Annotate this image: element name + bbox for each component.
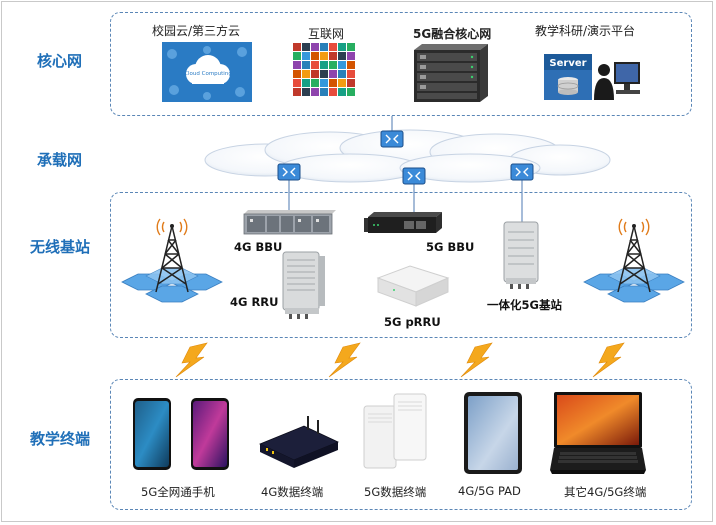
mosaic-tile xyxy=(311,43,319,51)
lightning-icon xyxy=(592,342,625,378)
bbu-4g-icon xyxy=(243,210,336,235)
ran-panel xyxy=(110,192,692,338)
layer-label-core: 核心网 xyxy=(37,52,83,70)
core-server-rack-icon xyxy=(414,44,488,102)
lightning-icon xyxy=(175,342,208,378)
mosaic-tile xyxy=(347,70,355,78)
mosaic-tile xyxy=(320,61,328,69)
layer-label-terminal: 教学终端 xyxy=(30,430,91,448)
layer-label-ran: 无线基站 xyxy=(30,238,91,256)
mosaic-tile xyxy=(338,70,346,78)
mosaic-tile xyxy=(302,43,310,51)
mosaic-tile xyxy=(293,70,301,78)
router-icon-left xyxy=(277,163,301,181)
router-icon-right xyxy=(510,163,534,181)
core-panel xyxy=(110,12,692,116)
rru-4g-icon xyxy=(282,251,325,319)
mosaic-tile xyxy=(347,88,355,96)
mosaic-tile xyxy=(293,61,301,69)
teaching-platform-caption: 教学科研/演示平台 xyxy=(535,24,636,38)
phones-icon xyxy=(133,398,229,470)
cell-tower-left-icon xyxy=(121,218,223,303)
mosaic-tile xyxy=(302,52,310,60)
terminal-phone-label: 5G全网通手机 xyxy=(141,485,215,499)
terminal-panel xyxy=(110,379,692,510)
mosaic-tile xyxy=(347,43,355,51)
bbu-4g-label: 4G BBU xyxy=(234,240,283,254)
mosaic-tile xyxy=(311,61,319,69)
mosaic-tile xyxy=(338,52,346,60)
mosaic-tile xyxy=(347,61,355,69)
layer-label-transport: 承载网 xyxy=(37,151,83,169)
server-image-text: Server xyxy=(549,58,586,69)
integrated-5g-bs-label: 一体化5G基站 xyxy=(487,298,562,312)
router-icon-top xyxy=(380,130,404,148)
mosaic-tile xyxy=(293,79,301,87)
mosaic-tile xyxy=(311,79,319,87)
mosaic-tile xyxy=(311,70,319,78)
lightning-icon xyxy=(328,342,361,378)
prru-5g-icon xyxy=(376,265,450,307)
mosaic-tile xyxy=(293,43,301,51)
laptop-icon xyxy=(550,392,646,474)
mosaic-tile xyxy=(347,79,355,87)
lightning-icon xyxy=(460,342,493,378)
mosaic-tile xyxy=(302,61,310,69)
mosaic-tile xyxy=(293,88,301,96)
mosaic-tile xyxy=(338,79,346,87)
mosaic-tile xyxy=(329,88,337,96)
data-terminal-5g-icon xyxy=(363,393,427,469)
mosaic-tile xyxy=(311,52,319,60)
mosaic-tile xyxy=(338,43,346,51)
terminal-pad-label: 4G/5G PAD xyxy=(458,484,521,498)
mosaic-tile xyxy=(347,52,355,60)
mosaic-tile xyxy=(338,88,346,96)
data-terminal-4g-icon xyxy=(259,416,339,468)
pad-icon xyxy=(464,392,522,474)
mosaic-tile xyxy=(320,52,328,60)
mosaic-tile xyxy=(338,61,346,69)
bbu-5g-icon xyxy=(364,212,442,233)
mosaic-tile xyxy=(329,79,337,87)
internet-mosaic-image xyxy=(292,42,356,98)
mosaic-tile xyxy=(311,88,319,96)
router-icon-middle xyxy=(402,167,426,185)
mosaic-tile xyxy=(320,79,328,87)
terminal-data-5g-label: 5G数据终端 xyxy=(364,485,427,499)
mosaic-tile xyxy=(329,61,337,69)
bbu-5g-label: 5G BBU xyxy=(426,240,475,254)
cell-tower-right-icon xyxy=(583,218,685,303)
mosaic-tile xyxy=(302,88,310,96)
mosaic-tile xyxy=(329,52,337,60)
prru-5g-label: 5G pRRU xyxy=(384,315,441,329)
internet-caption: 互联网 xyxy=(308,27,345,41)
mosaic-tile xyxy=(329,70,337,78)
mosaic-tile xyxy=(320,43,328,51)
terminal-data-4g-label: 4G数据终端 xyxy=(261,485,324,499)
server-user-icon: Server xyxy=(544,54,640,100)
cloud-image-text: Cloud Computing xyxy=(184,71,232,77)
mosaic-tile xyxy=(293,52,301,60)
mosaic-tile xyxy=(302,70,310,78)
rru-4g-label: 4G RRU xyxy=(230,295,279,309)
mosaic-tile xyxy=(320,88,328,96)
campus-cloud-caption: 校园云/第三方云 xyxy=(152,24,241,38)
terminal-laptop-label: 其它4G/5G终端 xyxy=(564,485,647,499)
core-5g-caption: 5G融合核心网 xyxy=(413,27,492,41)
mosaic-tile xyxy=(320,70,328,78)
mosaic-tile xyxy=(329,43,337,51)
mosaic-tile xyxy=(302,79,310,87)
cloud-computing-image: Cloud Computing xyxy=(162,42,252,102)
integrated-5g-bs-icon xyxy=(503,221,539,289)
